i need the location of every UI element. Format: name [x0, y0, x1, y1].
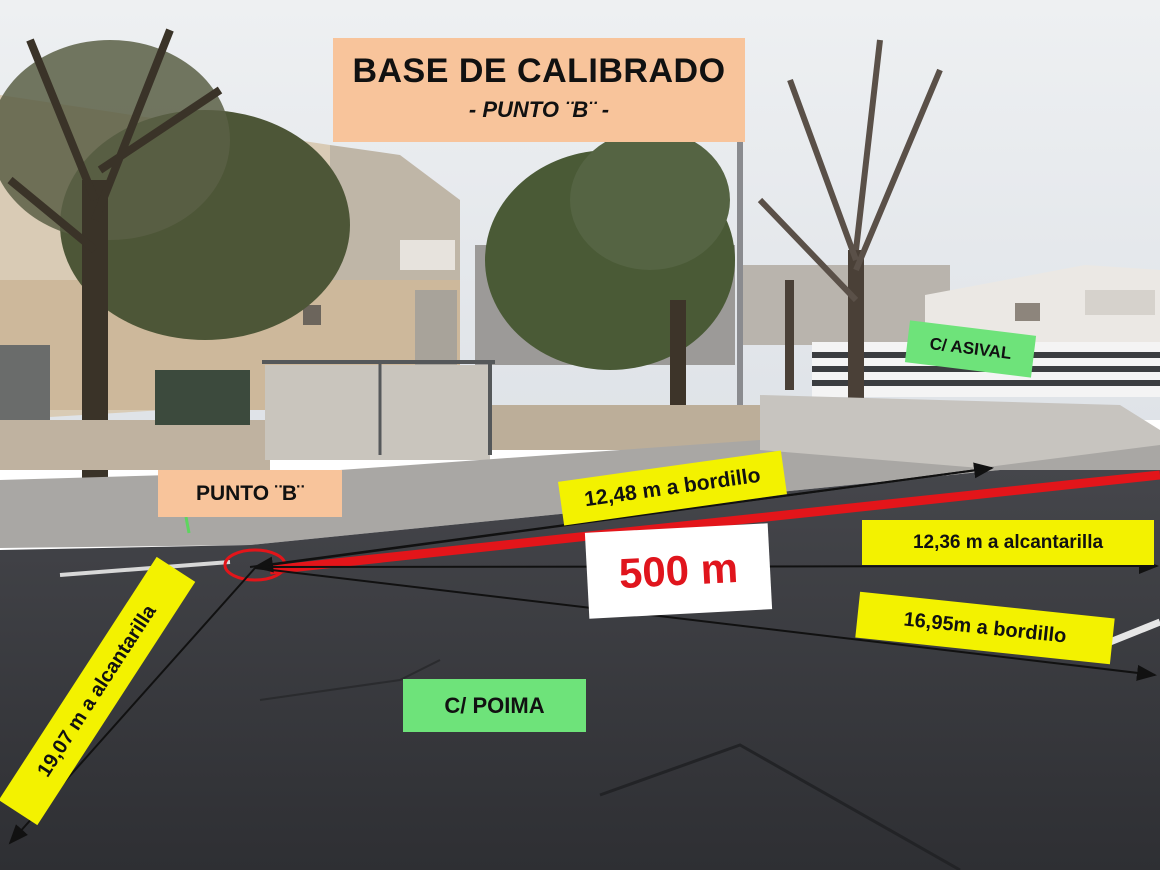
arrow-bordillo-1-back — [253, 467, 993, 573]
title-sub: - PUNTO ¨B¨ - — [468, 97, 610, 122]
distance-label: 500 m — [584, 523, 773, 619]
point-b-label: PUNTO ¨B¨ — [158, 470, 342, 517]
title-panel: BASE DE CALIBRADO - PUNTO ¨B¨ - — [333, 38, 745, 142]
road-crack — [599, 743, 961, 870]
measurement-label-alcantarilla-1: 12,36 m a alcantarilla — [862, 520, 1154, 565]
lane-marking — [1108, 618, 1160, 646]
lamp-pole — [737, 120, 743, 410]
point-b-stake — [184, 516, 191, 534]
corner-pavement — [760, 395, 1160, 468]
direction-line — [269, 470, 1160, 575]
arrow-bordillo-2 — [254, 567, 1157, 681]
street-label-poima: C/ POIMA — [403, 679, 586, 732]
courtyard-wall — [0, 345, 770, 470]
lane-marking — [59, 560, 231, 577]
title-main: BASE DE CALIBRADO — [352, 52, 726, 90]
road-crack — [259, 659, 441, 701]
trees — [0, 28, 943, 510]
